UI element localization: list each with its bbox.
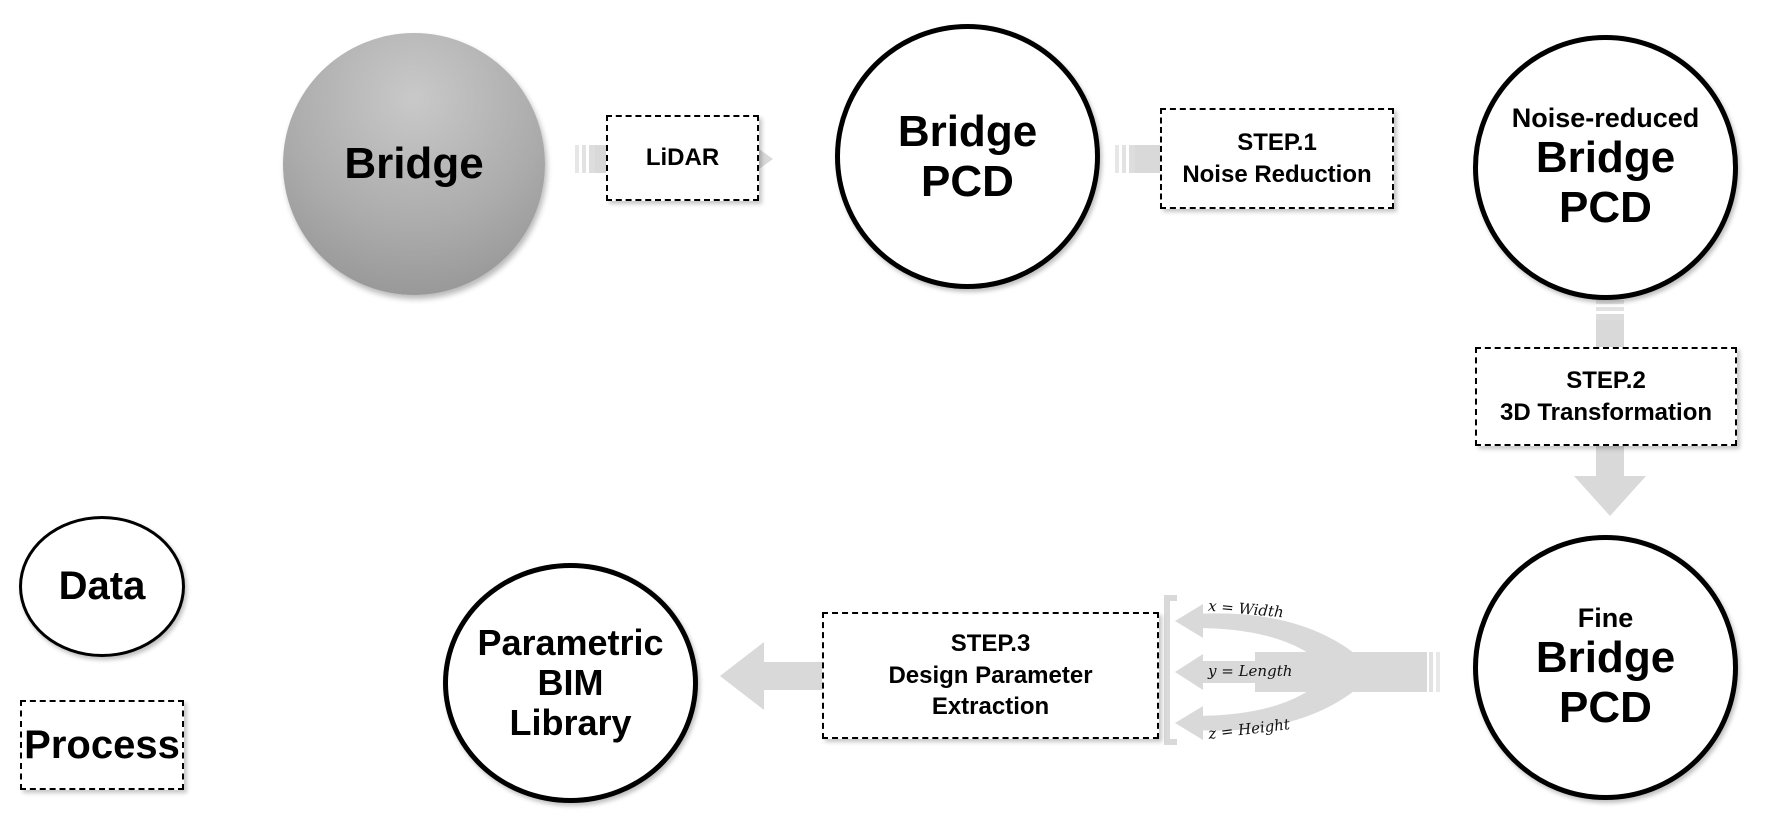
legend-process-label: Process: [24, 722, 180, 767]
library-line-2: BIM: [537, 661, 604, 703]
fine-pcd-node: Fine Bridge PCD: [1473, 535, 1738, 800]
noise-reduced-line-2: PCD: [1559, 182, 1652, 232]
bridge-source-label: Bridge: [344, 139, 484, 189]
step1-noise-reduction: STEP.1 Noise Reduction: [1160, 108, 1394, 209]
parameter-branch-arrows: [1164, 595, 1440, 745]
step2-desc: 3D Transformation: [1499, 398, 1713, 426]
param-length-label: y = Length: [1208, 662, 1293, 680]
step3-desc-1: Design Parameter: [888, 661, 1093, 689]
bridge-pcd-line-1: Bridge: [897, 107, 1038, 157]
step1-title: STEP.1: [1237, 128, 1317, 156]
legend-data-label: Data: [58, 564, 146, 609]
fine-pcd-line-2: PCD: [1559, 682, 1652, 732]
library-line-3: Library: [509, 702, 632, 744]
fine-caption: Fine: [1577, 603, 1634, 634]
step3-desc-2: Extraction: [931, 693, 1050, 721]
noise-reduced-line-1: Bridge: [1535, 133, 1676, 183]
bridge-pcd-node: Bridge PCD: [835, 24, 1100, 289]
step2-3d-transformation: STEP.2 3D Transformation: [1475, 347, 1737, 446]
step3-title: STEP.3: [950, 629, 1031, 657]
noise-reduced-caption: Noise-reduced: [1511, 103, 1700, 134]
fine-pcd-line-1: Bridge: [1535, 633, 1676, 683]
parametric-bim-library-node: Parametric BIM Library: [443, 563, 698, 803]
step3-design-parameter-extraction: STEP.3 Design Parameter Extraction: [822, 612, 1159, 739]
step1-desc: Noise Reduction: [1182, 160, 1372, 188]
step2-title: STEP.2: [1566, 366, 1646, 394]
library-line-1: Parametric: [477, 621, 664, 663]
legend-process-symbol: Process: [20, 700, 184, 790]
legend-data-symbol: Data: [19, 516, 185, 657]
noise-reduced-pcd-node: Noise-reduced Bridge PCD: [1473, 35, 1738, 300]
lidar-process: LiDAR: [606, 115, 759, 201]
lidar-label: LiDAR: [645, 144, 720, 172]
bridge-pcd-line-2: PCD: [921, 156, 1014, 206]
bridge-source-node: Bridge: [283, 33, 545, 295]
